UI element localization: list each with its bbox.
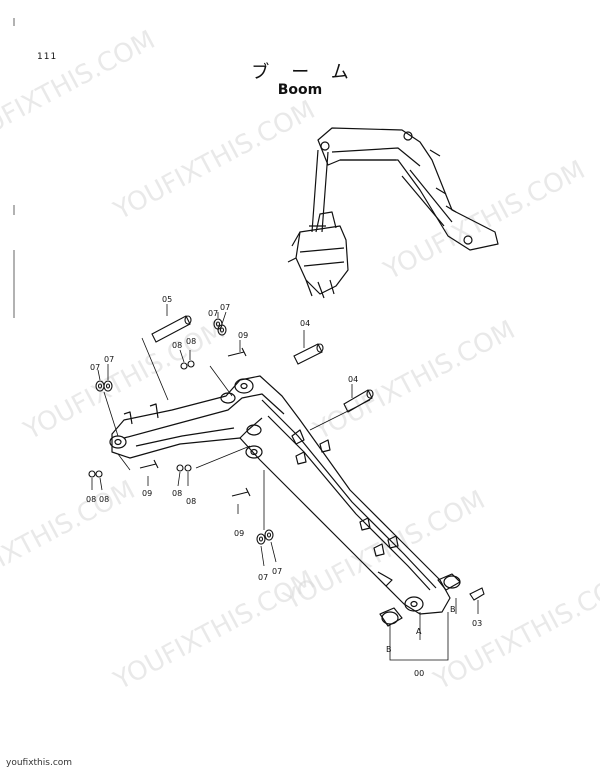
washer-07 (264, 529, 274, 541)
watermark: YOUFIXTHIS.COM (378, 155, 590, 287)
callout-B: B (450, 605, 456, 614)
watermark: YOUFIXTHIS.COM (278, 485, 490, 617)
boom-illustration (109, 375, 461, 627)
callout-04: 04 (300, 319, 310, 328)
washer-07 (103, 380, 113, 392)
watermark: YOUFIXTHIS.COM (308, 315, 520, 447)
callout-05: 05 (162, 295, 172, 304)
page-number: 111 (37, 52, 58, 62)
bolt-09 (227, 347, 247, 357)
watermark: YOUFIXTHIS.COM (0, 475, 140, 607)
callout-08: 08 (86, 495, 96, 504)
callout-09: 09 (142, 489, 152, 498)
page-title: Boom (277, 82, 323, 98)
callout-09: 09 (234, 529, 244, 538)
pin-04-upper (293, 343, 323, 365)
callout-04: 04 (348, 375, 358, 384)
bolt-09 (139, 459, 159, 469)
callout-A: A (416, 627, 422, 636)
callout-07: 07 (220, 303, 230, 312)
watermark: YOUFIXTHIS.COM (108, 95, 320, 227)
watermark: YOUFIXTHIS.COM (18, 315, 230, 447)
callout-00: 00 (414, 669, 424, 678)
callout-07: 07 (258, 573, 268, 582)
watermark-layer: YOUFIXTHIS.COM YOUFIXTHIS.COM YOUFIXTHIS… (0, 25, 600, 697)
nut-08 (180, 362, 188, 370)
callout-03: 03 (472, 619, 482, 628)
callout-08: 08 (99, 495, 109, 504)
watermark: YOUFIXTHIS.COM (108, 565, 320, 697)
callout-08: 08 (186, 337, 196, 346)
nut-08 (184, 464, 192, 472)
page-title-japanese: ブーム (251, 62, 371, 83)
binding-margin-marks (0, 0, 20, 776)
leader-lines (91, 304, 479, 661)
nut-08 (88, 470, 96, 478)
callout-08: 08 (172, 341, 182, 350)
footer-source: youfixthis.com (6, 758, 73, 768)
callout-07: 07 (90, 363, 100, 372)
bolt-09 (231, 487, 251, 497)
callout-08: 08 (186, 497, 196, 506)
nut-08 (187, 360, 195, 368)
washer-07 (256, 533, 266, 545)
overview-arm-illustration (287, 127, 499, 299)
callout-07: 07 (208, 309, 218, 318)
nut-08 (176, 464, 184, 472)
callout-08: 08 (172, 489, 182, 498)
callout-07: 07 (272, 567, 282, 576)
callout-09: 09 (238, 331, 248, 340)
hardware-parts (88, 315, 485, 601)
watermark: YOUFIXTHIS.COM (0, 25, 160, 157)
washer-07 (217, 324, 227, 336)
bolt-03 (469, 587, 485, 601)
callout-07: 07 (104, 355, 114, 364)
callout-labels: 05 07 07 09 08 08 04 07 07 04 08 08 09 0… (86, 295, 482, 678)
callout-B: B (386, 645, 392, 654)
nut-08 (95, 470, 103, 478)
